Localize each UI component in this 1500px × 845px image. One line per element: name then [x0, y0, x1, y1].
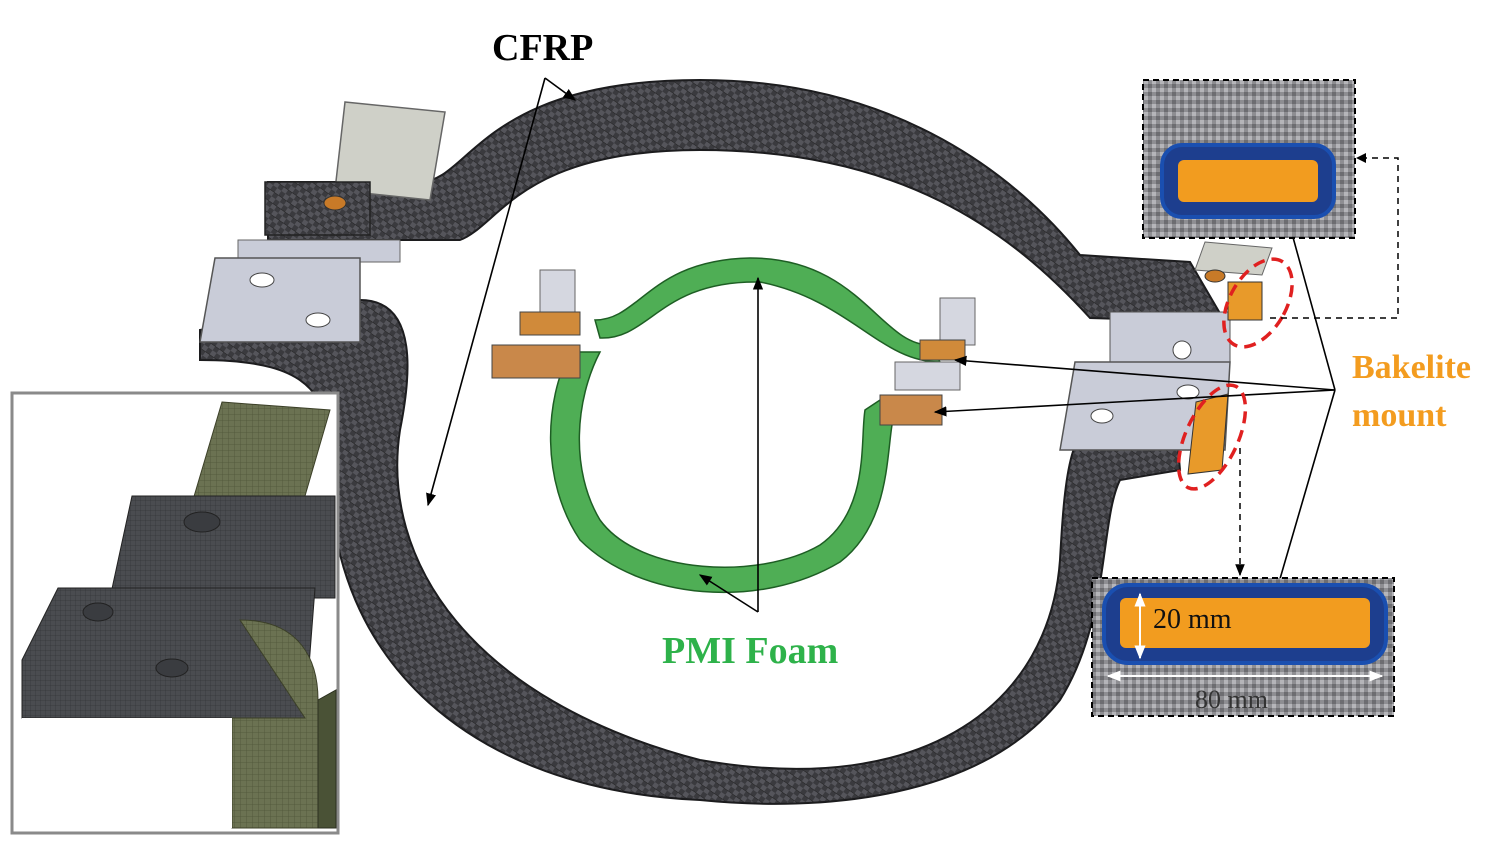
lower-cross-section: 20 mm 80 mm	[1091, 577, 1395, 717]
pmi-foam-ring	[491, 257, 976, 594]
bakelite-block-upper	[1227, 281, 1263, 321]
pmi-leader-2	[698, 574, 759, 613]
lower-section-bakelite-core	[1120, 598, 1370, 648]
bakelite-label-line2: mount	[1352, 397, 1447, 434]
cfrp-ring	[199, 78, 1227, 805]
highlight-ellipse-lower	[1176, 383, 1248, 491]
right-fittings	[1059, 241, 1273, 475]
cfrp-label: CFRP	[492, 27, 593, 69]
foam-ring-body	[594, 257, 942, 363]
foam-left-tab-top	[539, 269, 576, 316]
bakelite-leader-1	[953, 355, 1336, 391]
upper-cross-section	[1142, 79, 1356, 239]
mesh-upper-hole	[183, 511, 221, 533]
left-bottom-plate	[199, 257, 361, 343]
bakelite-label-line1: Bakelite	[1352, 349, 1471, 386]
right-mid-plate	[1109, 311, 1231, 363]
mesh-side-wall	[317, 689, 337, 829]
cfrp-ring-upper	[267, 78, 1227, 324]
foam-right-tab-bakelite-top	[919, 339, 966, 361]
right-mid-hole	[1172, 340, 1192, 360]
foam-right-tab-bakelite-bottom	[879, 394, 943, 426]
mesh-lower-hole-2	[155, 658, 189, 678]
mesh-detail-inset	[10, 391, 340, 835]
right-lower-hole-2	[1090, 408, 1114, 424]
left-top-plate	[264, 181, 371, 236]
bakelite-leader-2	[933, 389, 1336, 417]
highlight-ellipse-upper	[1222, 257, 1294, 349]
foam-ring-lower	[549, 351, 896, 594]
mesh-bend	[231, 619, 319, 829]
mesh-lower-hole-1	[82, 602, 114, 622]
cfrp-leader-1	[544, 77, 577, 101]
foam-right-tab-top	[939, 297, 976, 346]
upper-section-bakelite-core	[1178, 160, 1318, 202]
mesh-upper-block	[109, 495, 336, 599]
left-top-bar	[334, 101, 446, 201]
foam-left-tab-bakelite-top	[519, 311, 581, 336]
left-mid-plate	[237, 239, 401, 263]
left-bottom-hole-2	[305, 312, 331, 328]
mesh-flange	[22, 718, 232, 828]
foam-left-tab-bakelite-bottom	[491, 344, 581, 379]
left-bottom-hole-1	[249, 272, 275, 288]
connector-arrowhead-top	[1356, 153, 1366, 163]
right-lower-plate	[1059, 361, 1231, 451]
right-lower-hole-1	[1176, 384, 1200, 400]
right-top-bolt-hole	[1204, 269, 1226, 283]
cfrp-ring-lower	[199, 298, 1182, 805]
cfrp-leader-2	[426, 77, 546, 507]
height-dimension-label: 20 mm	[1153, 604, 1232, 635]
width-dimension-label: 80 mm	[1195, 685, 1268, 714]
left-top-bolt-hole	[323, 195, 347, 211]
right-top-bar	[1194, 241, 1273, 276]
left-fittings	[199, 101, 446, 343]
pmi-foam-label: PMI Foam	[662, 630, 838, 672]
foam-right-tab-steel-mid	[894, 361, 961, 391]
